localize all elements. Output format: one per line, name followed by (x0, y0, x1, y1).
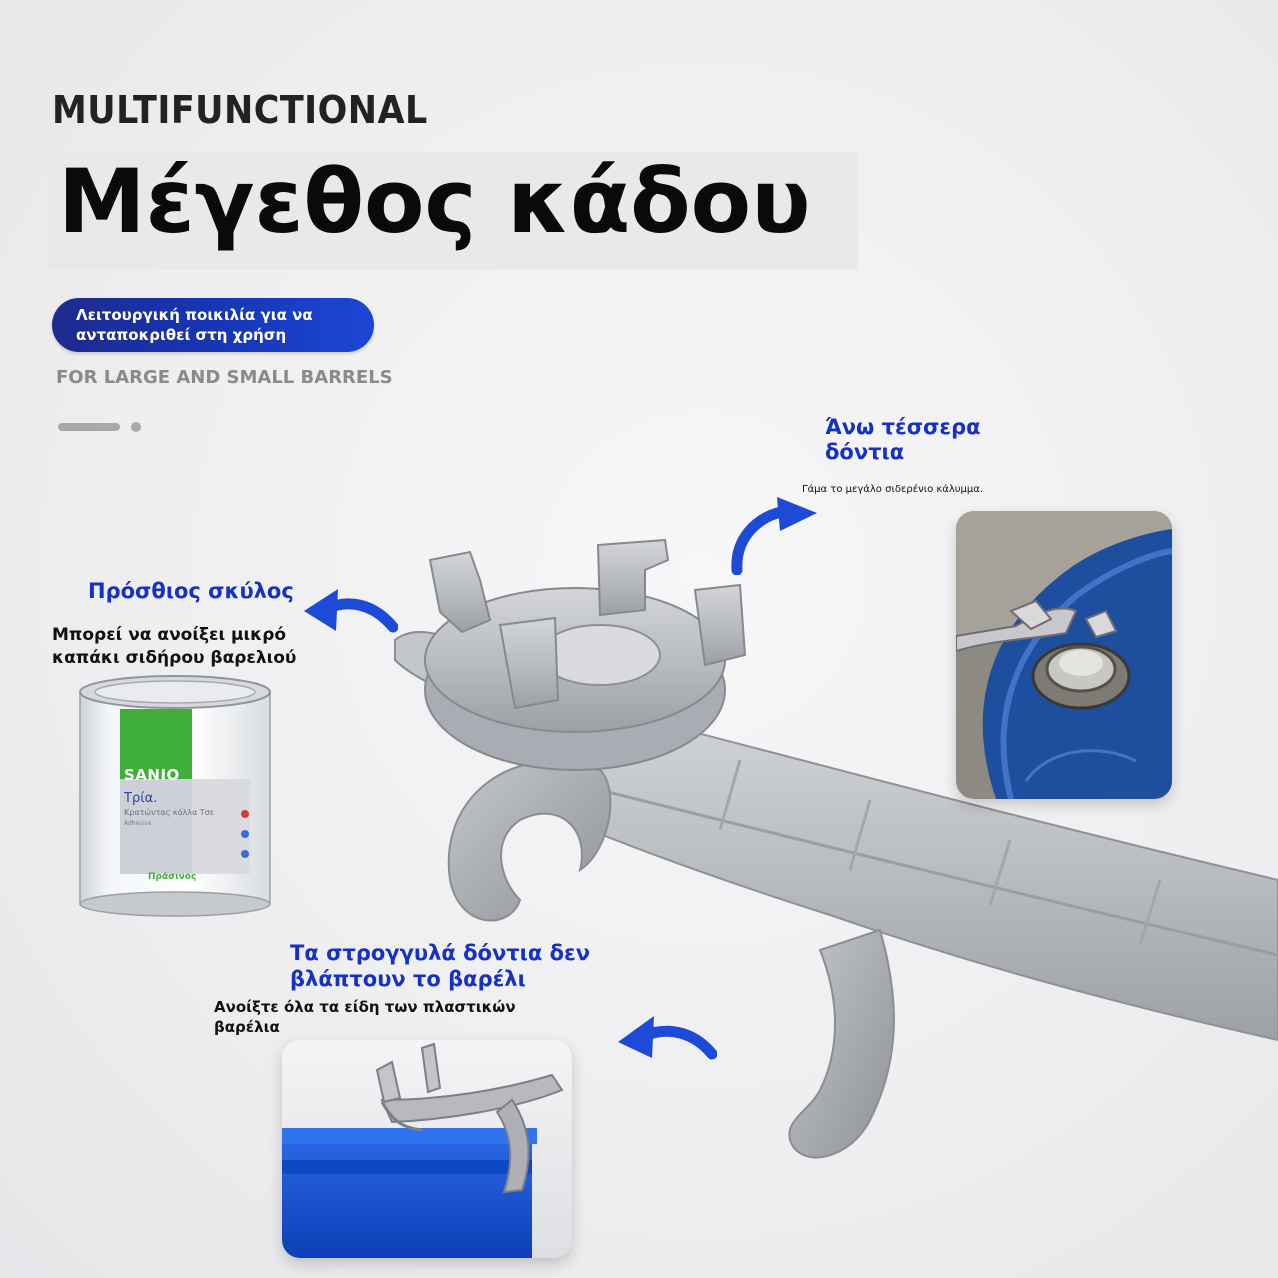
curved-arrow-icon-left (304, 589, 398, 633)
title-band (48, 152, 858, 270)
curved-arrow-icon-bottom (618, 1016, 717, 1060)
can-brand: SANIO (124, 766, 180, 784)
callout-top-text: Γάμα το μεγάλο σιδερένιο κάλυμμα. (802, 484, 984, 495)
can-label-3: Adhesive (124, 820, 152, 827)
feature-pill-text: Λειτουργική ποικιλία για να ανταποκριθεί… (76, 306, 313, 344)
pager-dot-active (58, 423, 120, 431)
callout-top-heading: Άνω τέσσερα δόντια (825, 415, 981, 464)
page-title: Μέγεθος κάδου (58, 150, 811, 253)
adhesive-can-image: SANIO Τρία. Κρατώντας κόλλα Τσε Adhesive… (78, 674, 273, 919)
can-label-1: Τρία. (124, 791, 158, 806)
callout-front-heading: Πρόσθιος σκύλος (88, 579, 294, 603)
subtitle: FOR LARGE AND SMALL BARRELS (56, 367, 393, 388)
steel-drum-photo (956, 511, 1172, 799)
eyebrow-heading: MULTIFUNCTIONAL (52, 88, 428, 132)
callout-round-text: Ανοίξτε όλα τα είδη των πλαστικών βαρέλι… (214, 998, 516, 1036)
callout-round-heading: Τα στρογγυλά δόντια δεν βλάπτουν το βαρέ… (290, 941, 590, 991)
feature-pill (52, 298, 374, 352)
plastic-bucket-photo (282, 1040, 572, 1258)
callout-front-text: Μπορεί να ανοίξει μικρό καπάκι σιδήρου β… (52, 625, 297, 668)
curved-arrow-icon-top (731, 497, 817, 575)
can-label-2: Κρατώντας κόλλα Τσε (124, 808, 215, 817)
can-label-4: Πράσινος (148, 872, 197, 882)
pager-dot (131, 422, 141, 432)
